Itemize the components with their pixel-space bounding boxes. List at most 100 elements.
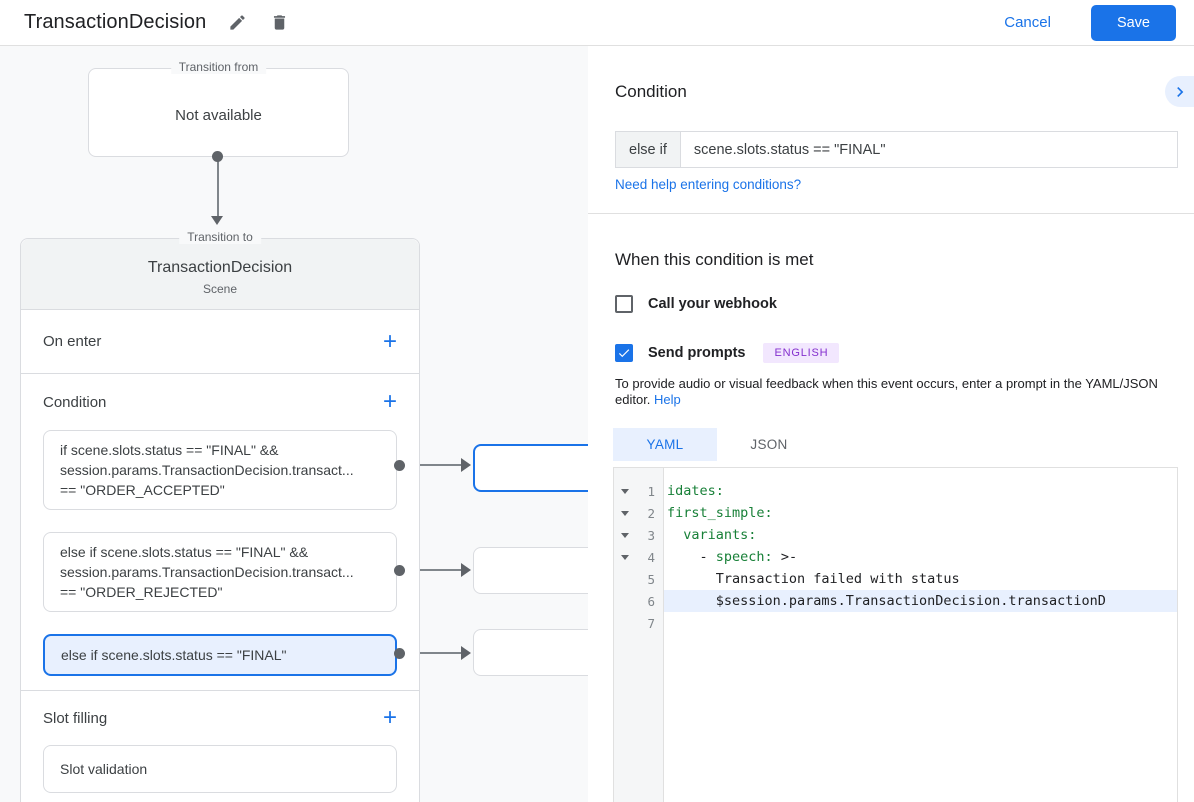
- transition-from-legend: Transition from: [170, 60, 267, 74]
- line-number: 5: [647, 571, 655, 587]
- connector-line: [403, 569, 463, 571]
- condition-detail-panel: Condition else if Need help entering con…: [588, 46, 1194, 802]
- code-line-2[interactable]: first_simple:: [667, 505, 773, 521]
- arrow-down-icon: [211, 216, 223, 225]
- send-prompts-checkbox[interactable]: [615, 344, 633, 362]
- language-badge: ENGLISH: [763, 343, 840, 363]
- slot-validation-card[interactable]: Slot validation: [43, 745, 397, 793]
- connector-dot: [394, 648, 405, 659]
- gutter-line-6: 6: [614, 590, 664, 612]
- scene-type-label: Scene: [202, 282, 238, 296]
- transition-from-value: Not available: [175, 107, 262, 124]
- code-line-6[interactable]: $session.params.TransactionDecision.tran…: [664, 590, 1177, 612]
- condition-expression-row: else if: [615, 131, 1178, 168]
- code-line-4[interactable]: - speech: >-: [667, 549, 798, 565]
- line-number: 4: [647, 549, 655, 565]
- check-icon: [618, 349, 630, 358]
- condition-card-1-line: if scene.slots.status == "FINAL" &&: [60, 442, 279, 458]
- webhook-row: Call your webhook: [615, 295, 777, 313]
- condition-expression-input[interactable]: [680, 132, 1177, 167]
- condition-card-2[interactable]: else if scene.slots.status == "FINAL" &&…: [43, 532, 397, 612]
- slot-validation-label: Slot validation: [60, 761, 148, 777]
- line-number: 6: [647, 593, 655, 609]
- send-prompts-row: Send prompts ENGLISH: [615, 343, 840, 363]
- condition-card-2-line: == "ORDER_REJECTED": [60, 584, 223, 600]
- chevron-right-icon: [1177, 86, 1184, 97]
- gutter-line-7: 7: [614, 612, 664, 634]
- webhook-label: Call your webhook: [648, 296, 777, 312]
- tab-json[interactable]: JSON: [750, 437, 788, 452]
- connector-dot: [212, 151, 223, 162]
- condition-card-1-line: == "ORDER_ACCEPTED": [60, 482, 225, 498]
- add-condition-button[interactable]: +: [382, 388, 397, 415]
- tab-yaml[interactable]: YAML: [613, 428, 717, 461]
- code-line-7[interactable]: [664, 612, 1177, 634]
- edit-icon[interactable]: [228, 13, 248, 33]
- gutter-line-5: 5: [614, 568, 664, 590]
- fold-arrow-icon[interactable]: [621, 555, 629, 560]
- transition-from-box: Transition from Not available: [88, 60, 349, 157]
- condition-help-link[interactable]: Need help entering conditions?: [615, 177, 802, 192]
- code-line-5[interactable]: Transaction failed with status: [667, 571, 960, 587]
- add-on-enter-button[interactable]: +: [382, 327, 397, 355]
- condition-card-3-selected[interactable]: else if scene.slots.status == "FINAL": [43, 634, 397, 676]
- condition-prefix-label: else if: [616, 132, 681, 167]
- on-enter-label: On enter: [43, 333, 102, 350]
- line-number: 3: [647, 527, 655, 543]
- code-line-1[interactable]: idates:: [667, 483, 724, 499]
- gutter-line-4: 4: [614, 546, 664, 568]
- save-button[interactable]: Save: [1090, 4, 1176, 41]
- fold-arrow-icon[interactable]: [621, 533, 629, 538]
- arrow-right-icon: [461, 646, 471, 660]
- transition-to-box: Transition to TransactionDecision Scene …: [20, 230, 420, 802]
- panel-title: Condition: [615, 82, 687, 101]
- code-line-3[interactable]: variants:: [683, 527, 757, 543]
- connector-dot: [394, 460, 405, 471]
- send-prompts-label: Send prompts: [648, 345, 746, 361]
- gutter-line-3: 3: [614, 524, 664, 546]
- condition-section-label: Condition: [43, 393, 107, 411]
- gutter-line-2: 2: [614, 502, 664, 524]
- slot-filling-label: Slot filling: [43, 709, 108, 727]
- condition-card-3-line: else if scene.slots.status == "FINAL": [61, 647, 287, 663]
- page-title: TransactionDecision: [24, 11, 207, 33]
- connector-line: [217, 158, 219, 218]
- transition-to-legend: Transition to: [179, 230, 261, 244]
- line-number: 7: [647, 615, 655, 631]
- panel-divider: [588, 213, 1194, 214]
- fold-arrow-icon[interactable]: [621, 489, 629, 494]
- editor-tabs: YAML JSON: [613, 428, 821, 461]
- condition-card-1-line: session.params.TransactionDecision.trans…: [60, 462, 354, 478]
- slot-filling-section: Slot filling + Slot validation: [21, 690, 419, 793]
- condition-section: Condition + if scene.slots.status == "FI…: [21, 374, 419, 676]
- gutter-line-1: 1: [614, 480, 664, 502]
- condition-card-2-line: session.params.TransactionDecision.trans…: [60, 564, 354, 580]
- on-enter-section: On enter +: [21, 310, 419, 374]
- prompt-description-text: To provide audio or visual feedback when…: [615, 376, 1158, 407]
- connector-line: [403, 464, 463, 466]
- cancel-button[interactable]: Cancel: [1004, 14, 1051, 31]
- flow-canvas: Transition from Not available Transition…: [0, 46, 1194, 802]
- fold-arrow-icon[interactable]: [621, 511, 629, 516]
- line-number: 2: [647, 505, 655, 521]
- connector-line: [403, 652, 463, 654]
- arrow-right-icon: [461, 458, 471, 472]
- delete-icon[interactable]: [270, 13, 290, 33]
- prompt-description: To provide audio or visual feedback when…: [615, 376, 1193, 408]
- scene-name: TransactionDecision: [147, 259, 293, 276]
- connector-dot: [394, 565, 405, 576]
- arrow-right-icon: [461, 563, 471, 577]
- scene-header: TransactionDecision Scene: [21, 239, 419, 310]
- help-link[interactable]: Help: [654, 392, 681, 407]
- condition-met-heading: When this condition is met: [615, 250, 814, 269]
- add-slot-button[interactable]: +: [382, 704, 397, 731]
- condition-card-2-line: else if scene.slots.status == "FINAL" &&: [60, 544, 309, 560]
- collapse-panel-button[interactable]: [1165, 76, 1194, 107]
- editor-gutter: [614, 468, 664, 802]
- top-bar: TransactionDecision Cancel Save: [0, 0, 1194, 46]
- webhook-checkbox[interactable]: [615, 295, 633, 313]
- condition-card-1[interactable]: if scene.slots.status == "FINAL" && sess…: [43, 430, 397, 510]
